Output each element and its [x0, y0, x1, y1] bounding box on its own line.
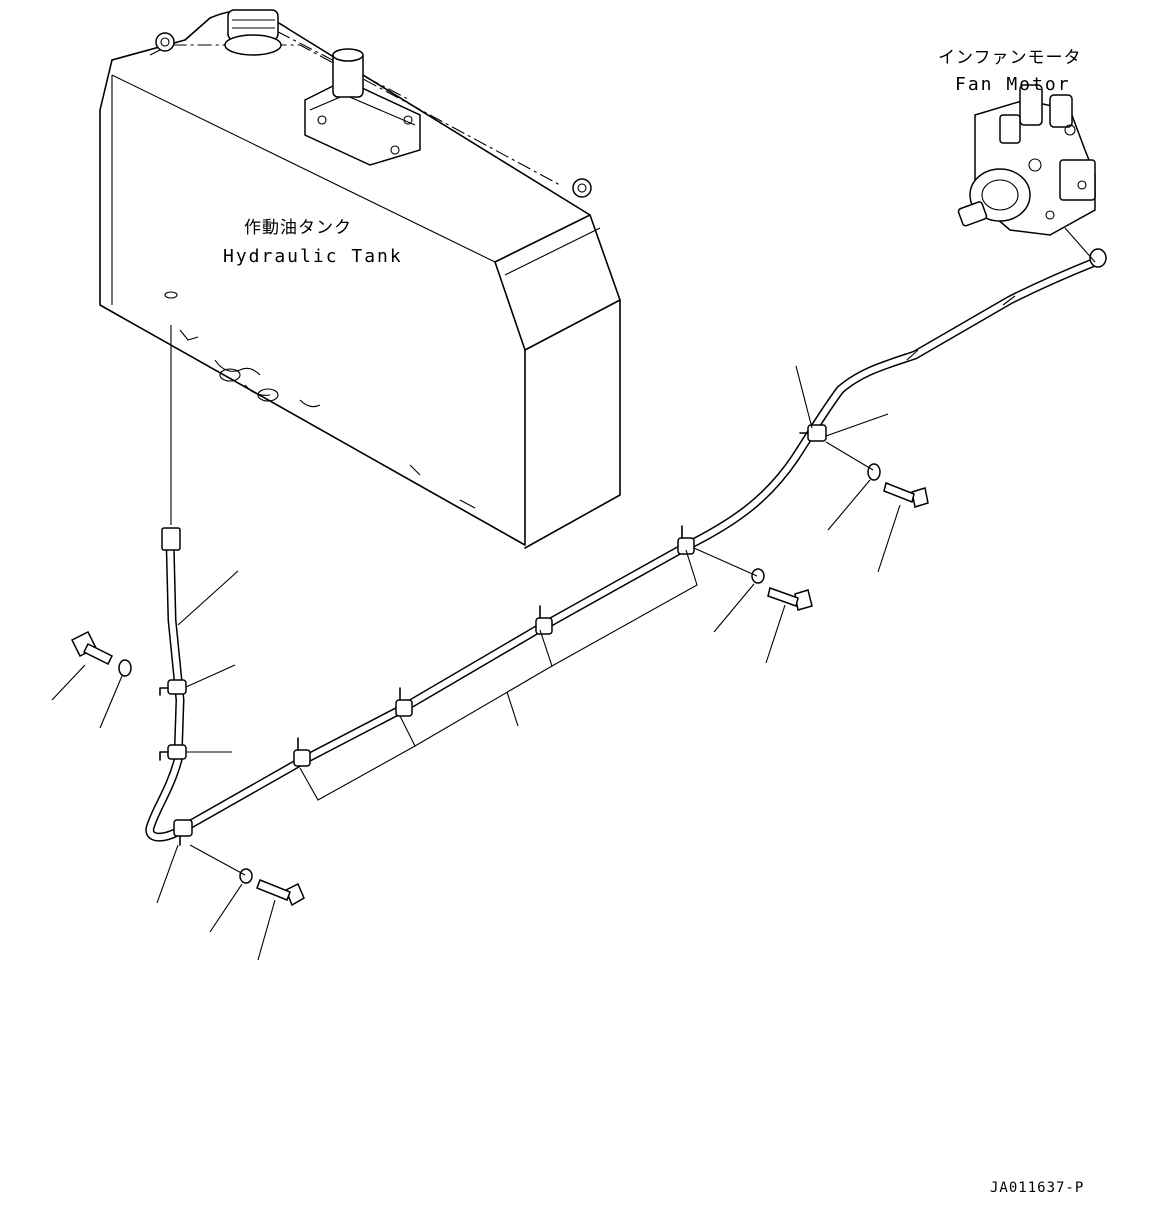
tank-label-jp: 作動油タンク: [244, 218, 352, 238]
bolt-icon: [70, 630, 114, 666]
clamp-icon: [535, 605, 553, 635]
clamp-icon: [677, 525, 695, 555]
clamp-icon: [293, 737, 311, 767]
clamp-icon: [159, 679, 187, 696]
bolt-icon: [256, 879, 305, 907]
drawing-code: JA011637-P: [990, 1180, 1085, 1196]
washer-icon: [239, 868, 253, 884]
clamp-icon: [173, 819, 193, 846]
motor-label-en: Fan Motor: [955, 74, 1071, 95]
clamp-icon: [159, 744, 187, 761]
washer-icon: [867, 463, 881, 481]
motor-label-jp: インファンモータ: [938, 48, 1082, 68]
washer-icon: [751, 568, 765, 584]
hose-assembly: [145, 248, 1107, 842]
hydraulic-tank-drawing: [99, 9, 621, 549]
bolt-icon: [767, 587, 813, 611]
washer-icon: [118, 659, 132, 677]
tank-label-en: Hydraulic Tank: [223, 246, 403, 267]
clamps: [159, 424, 827, 846]
clamp-icon: [799, 424, 827, 442]
fan-motor-drawing: [957, 84, 1096, 236]
bolt-icon: [883, 481, 929, 508]
leader-lines: [51, 227, 1096, 961]
fasteners: [70, 463, 929, 907]
clamp-icon: [395, 687, 413, 717]
